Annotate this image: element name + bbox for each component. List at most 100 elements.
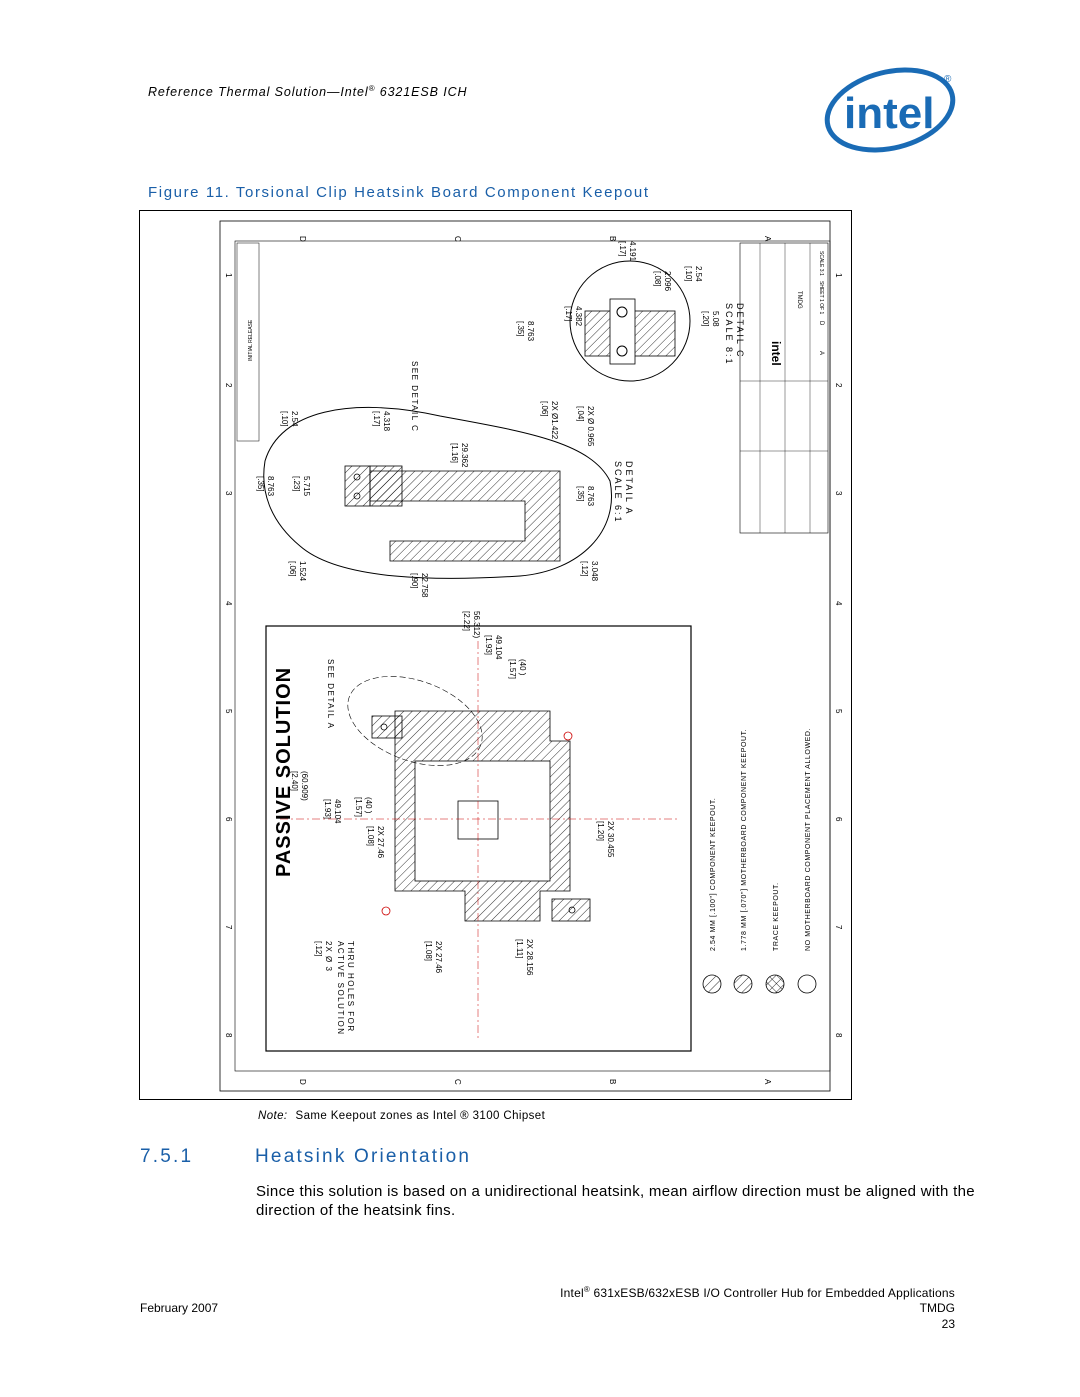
zone-right-6: 6 xyxy=(834,817,843,822)
dim-49104b-in: [1.93] xyxy=(484,635,493,655)
figure-frame: D C B A D C B A 1 2 3 4 5 6 7 8 1 2 3 4 … xyxy=(139,210,852,1100)
title-block-title: TMDG xyxy=(796,291,802,309)
running-header: Reference Thermal Solution—Intel® 6321ES… xyxy=(148,84,467,99)
dim-22758-in: [.90] xyxy=(410,573,419,589)
passive-solution-title: PASSIVE SOLUTION xyxy=(273,667,295,877)
title-block: intel TMDG SCALE 3:1 SHEET 1 OF 1 D A xyxy=(739,242,829,534)
zone-bottom-b: B xyxy=(608,1079,617,1084)
keepout-legend: 2.54 MM [.100"] COMPONENT KEEPOUT. 1.778… xyxy=(702,728,817,994)
zone-bottom-d: D xyxy=(298,1079,307,1085)
dim-8763a: 8.763 xyxy=(266,476,275,497)
footer-doc-code: TMDG xyxy=(919,1301,955,1315)
legend-item-2: 1.778 MM [.070"] MOTHERBOARD COMPONENT K… xyxy=(741,729,748,951)
footer-product-title: Intel® 631xESB/632xESB I/O Controller Hu… xyxy=(560,1285,955,1300)
detail-c: DETAIL C SCALE 8:1 4.191 [.17] 2.096 [.0… xyxy=(516,241,745,382)
footer-product-prefix: Intel xyxy=(560,1286,584,1300)
zone-bottom-c: C xyxy=(453,1079,462,1085)
dim-60909: (60.909) xyxy=(300,771,309,801)
dim-60909-in: [2.40] xyxy=(290,771,299,791)
dim-22758: 22.758 xyxy=(420,573,429,598)
dim-2746b: 2X 27.46 xyxy=(434,941,443,974)
dim-49104-in: [1.93] xyxy=(323,799,332,819)
see-detail-c: SEE DETAIL C xyxy=(410,361,419,432)
zone-left-5: 5 xyxy=(224,709,233,714)
dim-254c-in: [.10] xyxy=(684,266,693,282)
legend-swatch-2 xyxy=(733,974,753,994)
thru-holes-dim-in: [.12] xyxy=(314,941,323,957)
dim-56312-in: [2.22] xyxy=(462,611,471,631)
dim-3048-in: [.12] xyxy=(580,561,589,577)
zone-left-4: 4 xyxy=(224,601,233,606)
detail-a-title: DETAIL A xyxy=(624,461,634,516)
dim-28156: 2X 28.156 xyxy=(525,939,534,976)
legend-item-1: 2.54 MM [.100"] COMPONENT KEEPOUT. xyxy=(710,798,717,951)
detail-a-scale: SCALE 6:1 xyxy=(613,461,623,524)
dim-40b-in: [1.57] xyxy=(508,659,517,679)
logo-registered-mark: ® xyxy=(944,74,952,85)
dim-1524-in: [.06] xyxy=(288,561,297,577)
dim-1524: 1.524 xyxy=(298,561,307,582)
detail-a: DETAIL A SCALE 6:1 SEE DETAIL C 2.54 [.1… xyxy=(256,361,634,598)
title-block-rev: A xyxy=(818,351,824,355)
dim-4191: 4.191 xyxy=(628,241,637,262)
dim-8763c: 8.763 xyxy=(526,321,535,342)
figure-note: Note:Same Keepout zones as Intel ® 3100 … xyxy=(258,1110,545,1122)
dim-2746-in: [1.08] xyxy=(366,826,375,846)
dim-4318-in: [.17] xyxy=(372,411,381,427)
footer-registered-mark: ® xyxy=(583,1285,590,1294)
title-block-size: D xyxy=(818,321,824,326)
main-keepout-view: PASSIVE SOLUTION SEE DETAIL A (60.909) [… xyxy=(265,611,692,1052)
thru-holes-label-2: ACTIVE SOLUTION xyxy=(336,941,345,1036)
legend-swatch-4 xyxy=(797,974,817,994)
dim-8763c-in: [.35] xyxy=(516,321,525,337)
zone-left-1: 1 xyxy=(224,273,233,278)
dim-4382: 4.382 xyxy=(574,306,583,327)
legend-item-3: TRACE KEEPOUT. xyxy=(773,882,780,951)
section-number: 7.5.1 xyxy=(140,1146,194,1167)
dim-2540: 2.54 xyxy=(290,411,299,427)
thru-holes-label-1: THRU HOLES FOR xyxy=(346,941,355,1033)
zone-right-2: 2 xyxy=(834,383,843,388)
dim-30455: 2X 30.455 xyxy=(606,821,615,858)
zone-right-8: 8 xyxy=(834,1033,843,1038)
revision-label: INITIAL RELEASE xyxy=(248,319,254,361)
dim-56312: 56.312) xyxy=(472,611,481,638)
dim-4382-in: [.17] xyxy=(564,306,573,322)
dim-4318: 4.318 xyxy=(382,411,391,432)
dim-40: (40 ) xyxy=(364,797,373,814)
dim-5715-in: [.23] xyxy=(292,476,301,492)
intel-logo: intel ® xyxy=(824,67,956,153)
footer-product-suffix: 631xESB/632xESB I/O Controller Hub for E… xyxy=(589,1286,955,1300)
dim-29362-in: [1.16] xyxy=(450,443,459,463)
dim-1422: 2X Ø1.422 xyxy=(550,401,559,440)
detail-c-title: DETAIL C xyxy=(735,303,745,359)
zone-left-6: 6 xyxy=(224,817,233,822)
revision-block xyxy=(236,242,260,442)
page-number: 23 xyxy=(941,1317,955,1331)
zone-right-5: 5 xyxy=(834,709,843,714)
zone-bottom-a: A xyxy=(763,1079,772,1085)
logo-wordmark: intel xyxy=(844,89,934,138)
dim-254c: 2.54 xyxy=(694,266,703,282)
dim-2540-in: [.10] xyxy=(280,411,289,427)
zone-left-8: 8 xyxy=(224,1033,233,1038)
zone-right-1: 1 xyxy=(834,273,843,278)
dim-29362: 29.362 xyxy=(460,443,469,468)
keepout-drawing: D C B A D C B A 1 2 3 4 5 6 7 8 1 2 3 4 … xyxy=(219,220,843,1092)
running-header-prefix: Reference Thermal Solution—Intel xyxy=(148,85,369,100)
zone-top-d: D xyxy=(298,236,307,242)
dim-2096: 2.096 xyxy=(663,271,672,292)
dim-8763b: 8.763 xyxy=(586,486,595,507)
see-detail-a: SEE DETAIL A xyxy=(326,659,335,729)
dim-0965: 2X Ø 0.965 xyxy=(586,406,595,447)
zone-top-b: B xyxy=(608,236,617,241)
zone-left-2: 2 xyxy=(224,383,233,388)
dim-2746: 2X 27.46 xyxy=(376,826,385,859)
dim-40-in: [1.57] xyxy=(354,797,363,817)
zone-right-3: 3 xyxy=(834,491,843,496)
dim-49104b: 49.104 xyxy=(494,635,503,660)
dim-28156-in: [1.11] xyxy=(515,939,524,958)
body-paragraph: Since this solution is based on a unidir… xyxy=(256,1183,975,1219)
thru-holes-dim: 2X Ø 3 xyxy=(324,941,333,972)
